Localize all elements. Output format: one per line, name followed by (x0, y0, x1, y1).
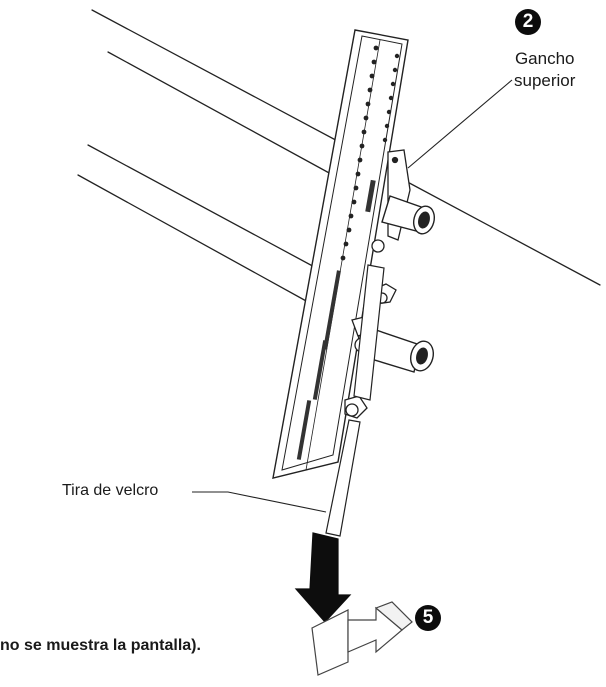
rail-line (77, 174, 309, 303)
rail-line (399, 177, 601, 286)
velcro-leader-line (192, 491, 327, 513)
rail-line (91, 9, 346, 146)
upper-cylinder (381, 195, 436, 235)
callout-2-leader-line (407, 79, 513, 169)
box-outline-arrow (311, 601, 413, 676)
callout-5-number: 5 (415, 605, 441, 631)
vertical-bracket (272, 29, 409, 479)
rail-line (87, 144, 321, 271)
velcro-label: Tira de velcro (62, 482, 159, 499)
lower-cylinder (367, 329, 435, 373)
callout-2-number: 2 (515, 9, 541, 35)
callout-2-label: Gancho superior (514, 48, 575, 92)
note-text: no se muestra la pantalla). (0, 637, 201, 654)
hardware-strip (325, 264, 385, 537)
bracket-holes (340, 45, 400, 261)
down-arrow (294, 532, 352, 623)
callout-2-label-line1: Gancho (514, 49, 575, 68)
rail-line (107, 51, 343, 181)
bracket-slots (296, 179, 376, 460)
callout-2-label-line2: superior (514, 71, 576, 90)
